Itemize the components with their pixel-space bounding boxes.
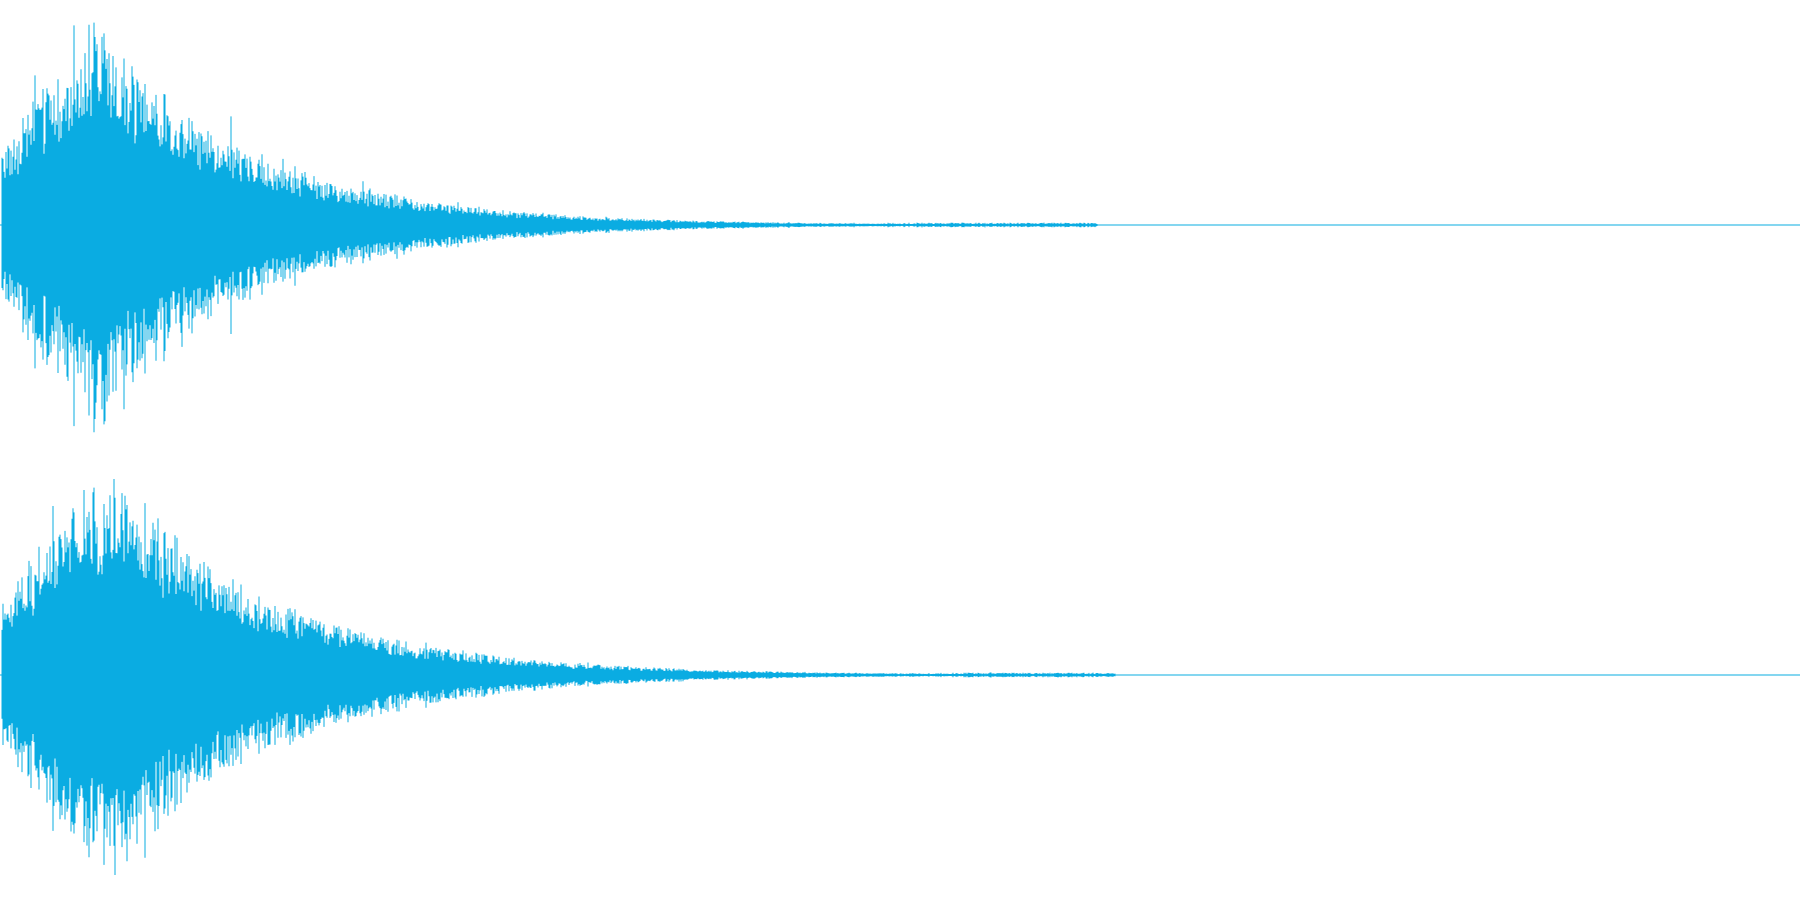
waveform-channel-1 [0, 22, 1800, 433]
waveform-envelope [1, 22, 1098, 433]
waveform-envelope [1, 479, 1116, 875]
waveform-channel-2 [0, 479, 1800, 875]
